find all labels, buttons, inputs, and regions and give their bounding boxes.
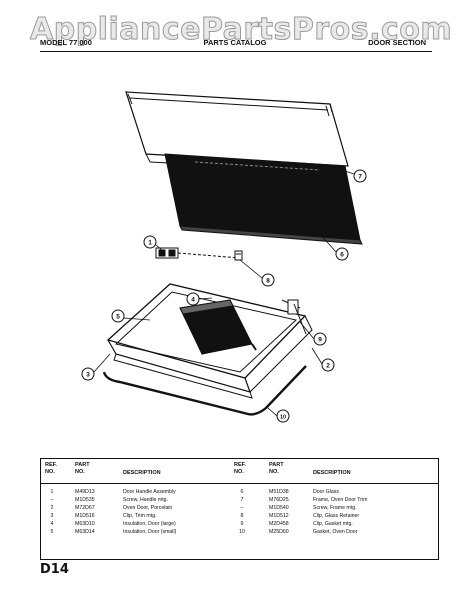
desc-header-right: DESCRIPTION: [313, 470, 351, 476]
callout-7: 7: [358, 174, 362, 181]
page-code: D14: [40, 562, 69, 577]
callout-5: 5: [116, 314, 120, 321]
oven-door-drawing: [106, 283, 313, 399]
door-glass-drawing: [164, 153, 363, 245]
leader-lines: [93, 165, 355, 417]
gasket-drawing: [102, 365, 307, 416]
watermark: AppliancePartsPros.com: [30, 12, 453, 48]
callout-4: 4: [191, 297, 195, 304]
ref-header-left: REF.NO.: [45, 462, 57, 475]
section-title: DOOR SECTION: [368, 38, 426, 47]
exploded-diagram: 7 6 1 8 4 5 9 2 3 10: [81, 91, 367, 423]
catalog-title: PARTS CATALOG: [203, 38, 267, 47]
callout-6: 6: [340, 252, 344, 259]
table-header-rule: [41, 483, 438, 484]
callout-9: 9: [318, 337, 322, 344]
header-rule: [40, 51, 432, 52]
callout-3: 3: [86, 372, 90, 379]
callout-circles: [81, 169, 367, 423]
ref-header-right: REF.NO.: [234, 462, 246, 475]
callout-1: 1: [148, 240, 152, 247]
callout-10: 10: [280, 415, 286, 421]
glass-clip-drawing: [234, 250, 243, 261]
handle-assembly-drawing: [155, 247, 241, 259]
callout-8: 8: [266, 278, 270, 285]
callout-2: 2: [326, 363, 330, 370]
desc-header-left: DESCRIPTION: [123, 470, 161, 476]
